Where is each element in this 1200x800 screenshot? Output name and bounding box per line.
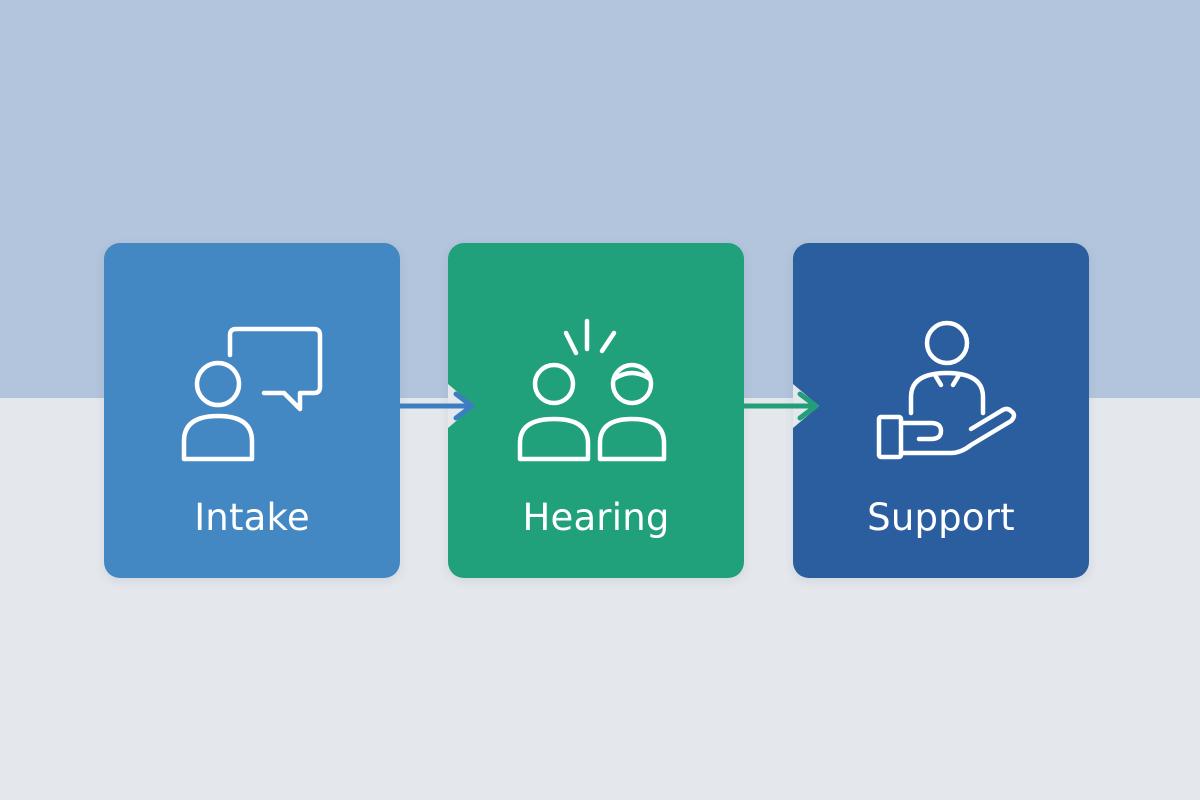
step-label: Intake <box>194 496 310 539</box>
step-support: Support <box>793 243 1089 578</box>
two-people-icon <box>517 318 667 462</box>
step-hearing: Hearing <box>448 243 744 578</box>
step-label: Support <box>867 496 1015 539</box>
step-intake: Intake <box>104 243 400 578</box>
arrow-hearing-to-support <box>744 384 819 428</box>
arrow-intake-to-hearing <box>400 384 475 428</box>
person-speech-bubble-icon <box>181 326 323 462</box>
hand-holding-person-icon <box>876 320 1017 460</box>
step-label: Hearing <box>522 496 670 539</box>
